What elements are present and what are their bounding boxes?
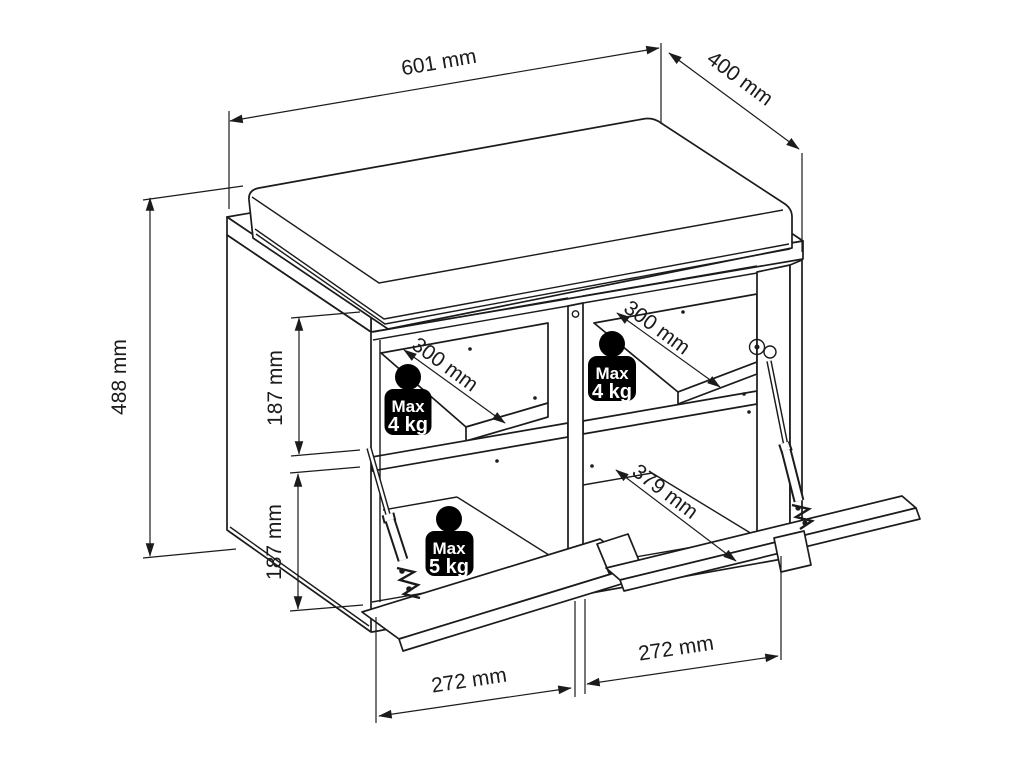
- pin-hole: [495, 459, 499, 463]
- right-ceiling-line: [582, 265, 758, 297]
- pin-hole: [747, 410, 751, 414]
- person-icon: [395, 364, 421, 390]
- badge-weight-label: 5 kg: [429, 556, 469, 578]
- right-opening-top: [582, 272, 758, 304]
- left-opening-top: [372, 305, 569, 341]
- dim-label-upper-inner: 187 mm: [264, 350, 287, 426]
- dim-height: 488 mm: [108, 185, 244, 559]
- badge-weight-label: 4 kg: [388, 414, 428, 436]
- pin-hole: [468, 347, 472, 351]
- left-floor-back-edge: [382, 496, 458, 511]
- left-strut-foot: [396, 566, 421, 600]
- right-strut-ball-mount: [748, 338, 777, 359]
- dim-label-depth: 400 mm: [703, 47, 778, 111]
- badge-max-label: Max: [432, 539, 466, 558]
- left-gas-strut: [366, 447, 421, 600]
- dim-label-lower-inner: 187 mm: [263, 504, 286, 580]
- person-icon: [436, 506, 462, 532]
- left-ceiling-line: [372, 297, 569, 333]
- dim-label-height: 488 mm: [108, 339, 131, 415]
- pin-hole: [533, 396, 537, 400]
- dim-lower-inner-height: 187 mm: [263, 466, 364, 612]
- left-shelf-front-edge: [465, 402, 549, 442]
- right-gas-strut: [748, 338, 815, 530]
- pin-hole: [742, 392, 746, 396]
- right-panel-front-strip: [789, 259, 803, 557]
- divider-front-edge: [567, 302, 584, 570]
- person-icon-body: [425, 531, 474, 576]
- center-divider: [567, 302, 584, 570]
- cushion-piping-line-1: [254, 228, 790, 320]
- cushion-top-crease: [251, 196, 784, 284]
- right-strut-foot: [791, 503, 815, 530]
- dim-label-bottom-left: 272 mm: [430, 664, 508, 698]
- right-panel-inner-face: [756, 264, 791, 557]
- person-icon: [599, 331, 625, 357]
- seat-cushion: [248, 117, 793, 330]
- max-load-badge-bottom: Max 5 kg: [425, 506, 474, 578]
- dim-label-width: 601 mm: [400, 45, 479, 80]
- pin-hole: [681, 310, 685, 314]
- right-door-handle: [773, 530, 812, 573]
- dim-upper-inner-height: 187 mm: [264, 311, 361, 457]
- right-door-thickness: [619, 507, 921, 592]
- dim-label-bottom-right: 272 mm: [637, 632, 715, 666]
- divider-hole: [571, 310, 580, 318]
- cushion-piping-line-2: [255, 233, 791, 325]
- badge-weight-label: 4 kg: [592, 381, 632, 403]
- pin-hole: [590, 464, 594, 468]
